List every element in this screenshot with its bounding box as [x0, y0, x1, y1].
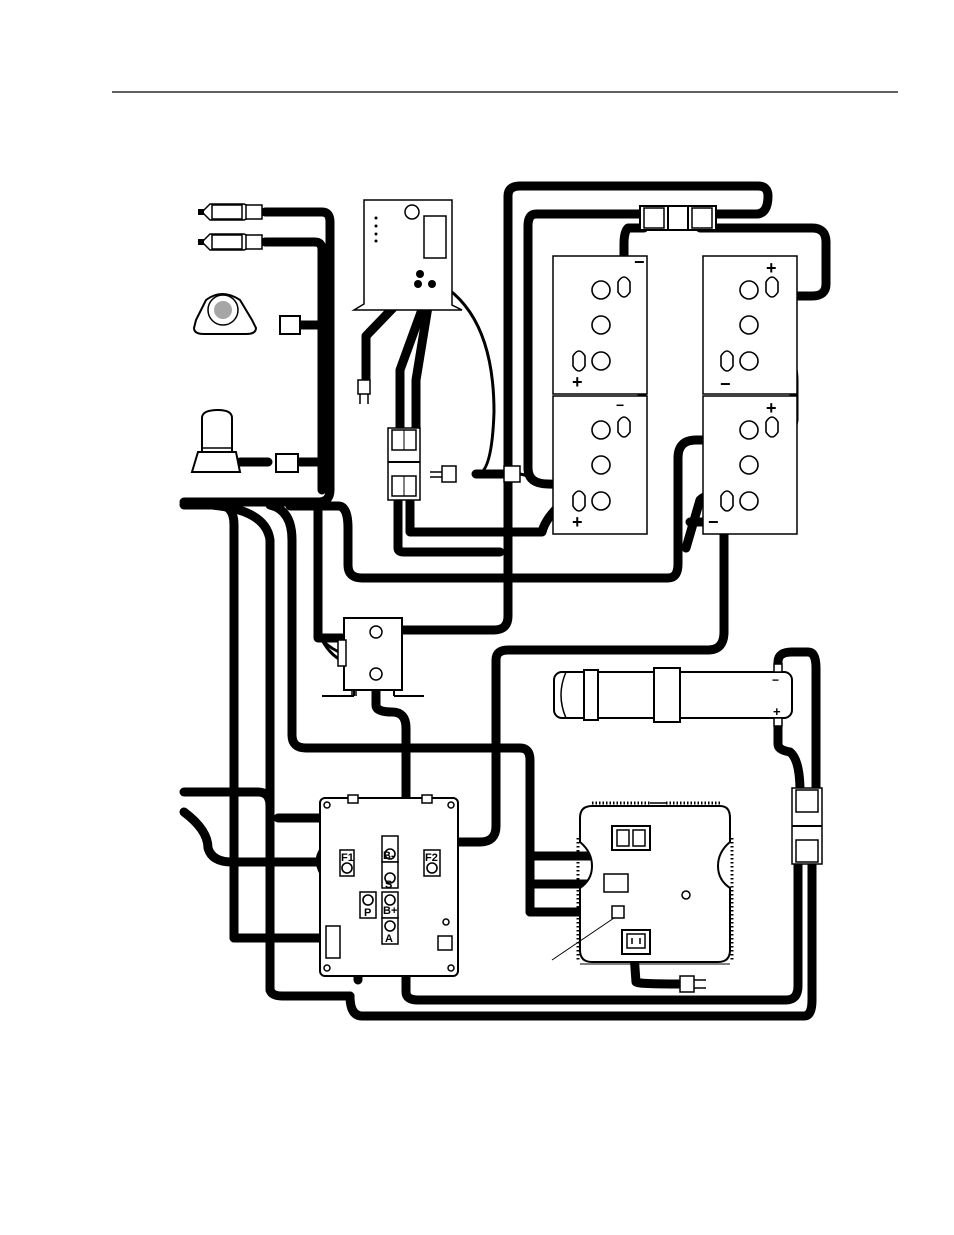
- battery-1: [553, 256, 647, 394]
- terminal-a-label: A: [385, 933, 393, 945]
- terminal-f2-label: F2: [425, 852, 438, 864]
- fuse-holder-icon: [388, 428, 420, 500]
- capacitor-minus-sign: −: [772, 673, 779, 687]
- backup-alarm-icon: [194, 294, 300, 334]
- inline-fuse-icon: [792, 788, 822, 864]
- terminal-s-label: S: [385, 879, 392, 891]
- battery-3: [553, 396, 647, 534]
- battery-3-minus-sign: −: [616, 397, 624, 413]
- battery-2-minus-sign: −: [720, 374, 731, 394]
- headlight-icon: [198, 204, 262, 220]
- battery-charger: [552, 803, 732, 992]
- capacitor-icon: [554, 664, 792, 726]
- battery-4-plus-sign: +: [766, 398, 777, 418]
- battery-3-plus-sign: +: [572, 512, 583, 532]
- terminal-b-minus-label: B-: [383, 850, 395, 862]
- battery-4-minus-sign: −: [708, 512, 719, 532]
- capacitor-plus-sign: +: [773, 704, 781, 719]
- battery-1-plus-sign: +: [572, 372, 583, 392]
- terminal-p-label: P: [364, 907, 371, 919]
- main-fuse-block-icon: [640, 206, 716, 230]
- battery-2: [703, 256, 797, 394]
- battery-1-minus-sign: −: [634, 252, 645, 272]
- headlight-icon: [198, 234, 262, 250]
- terminal-b-plus-label: B+: [383, 905, 397, 917]
- terminal-f1-label: F1: [341, 852, 354, 864]
- battery-2-plus-sign: +: [766, 258, 777, 278]
